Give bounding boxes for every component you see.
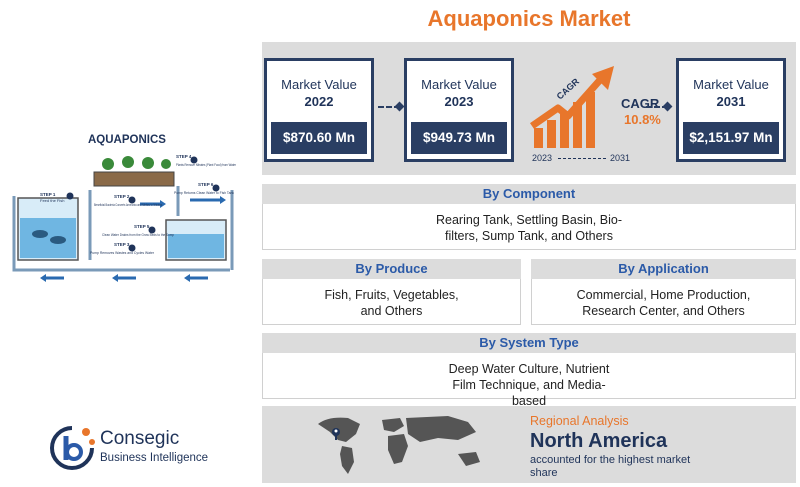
consegic-logo-icon: [50, 426, 95, 470]
regional-analysis-label: Regional Analysis: [530, 414, 629, 428]
market-value-amount: $870.60 Mn: [271, 122, 367, 154]
segment-system-body: Deep Water Culture, Nutrient Film Techni…: [262, 353, 796, 408]
segment-component-title: By Component: [262, 184, 796, 204]
brand-subtitle: Business Intelligence: [100, 452, 209, 464]
brand-name: Consegic: [100, 428, 180, 449]
regional-analysis-panel: Regional Analysis North America accounte…: [262, 406, 796, 483]
market-value-panel: Market Value 2022 $870.60 Mn Market Valu…: [262, 42, 796, 175]
step-2-text: Beneficial Bacteria Converts Ammonia and…: [94, 203, 162, 207]
region-description: accounted for the highest market share: [530, 454, 691, 479]
market-value-2022-card: Market Value 2022 $870.60 Mn: [264, 58, 374, 162]
step-1-label: STEP 1: [40, 192, 56, 197]
region-name: North America: [530, 430, 668, 452]
illustration-title: AQUAPONICS: [88, 134, 166, 146]
market-value-year: 2031: [716, 94, 746, 109]
market-value-label: Market Value: [693, 77, 769, 92]
segment-component-body: Rearing Tank, Settling Basin, Bio-filter…: [262, 204, 796, 250]
step-5-text: Clean Water Drains from the Grow Beds to…: [102, 233, 174, 237]
market-value-amount: $949.73 Mn: [411, 122, 507, 154]
segment-system-title: By System Type: [262, 333, 796, 353]
page-title: Aquaponics Market: [427, 6, 631, 31]
cagr-period-end: 2031: [610, 153, 631, 163]
step-1-text: Feed the Fish: [40, 198, 64, 203]
segment-produce-title: By Produce: [262, 259, 521, 279]
market-value-year: 2022: [304, 94, 334, 109]
connector-diamond: [394, 101, 405, 112]
step-6-text: Pump Returns Clean Water to Fish Tank: [174, 191, 234, 195]
cagr-value: 10.8%: [624, 112, 661, 127]
cagr-period-start: 2023: [532, 153, 553, 163]
segment-application-body: Commercial, Home Production, Research Ce…: [531, 279, 796, 325]
segment-produce-body: Fish, Fruits, Vegetables, and Others: [262, 279, 521, 325]
market-value-2023-card: Market Value 2023 $949.73 Mn: [404, 58, 514, 162]
aquaponics-diagram: STEP 1 Feed the Fish STEP 2 Beneficial B…: [12, 154, 237, 282]
connector-line: [378, 106, 400, 108]
cagr-growth-icon: CAGR: [530, 66, 614, 148]
cagr-period-line: [558, 158, 606, 159]
market-value-amount: $2,151.97 Mn: [683, 122, 779, 154]
connector-line: [646, 106, 668, 108]
cagr-label: CAGR: [621, 96, 660, 111]
step-6-label: STEP 6: [198, 182, 214, 187]
market-value-year: 2023: [444, 94, 474, 109]
market-value-label: Market Value: [281, 77, 357, 92]
segment-application-title: By Application: [531, 259, 796, 279]
step-4-label: STEP 4: [176, 154, 192, 159]
step-3-text: Pump Removes Wastes and Cycles Water: [90, 251, 155, 255]
market-value-label: Market Value: [421, 77, 497, 92]
market-value-2031-card: Market Value 2031 $2,151.97 Mn: [676, 58, 786, 162]
step-3-label: STEP 3: [114, 242, 130, 247]
connector-diamond: [662, 101, 673, 112]
world-map-icon: [318, 416, 480, 474]
step-2-label: STEP 2: [114, 194, 130, 199]
step-5-label: STEP 5: [134, 224, 150, 229]
cagr-arrow-text: CAGR: [555, 76, 582, 101]
step-4-text: Plants Remove Nitrates (Plant Food) from…: [176, 163, 237, 167]
